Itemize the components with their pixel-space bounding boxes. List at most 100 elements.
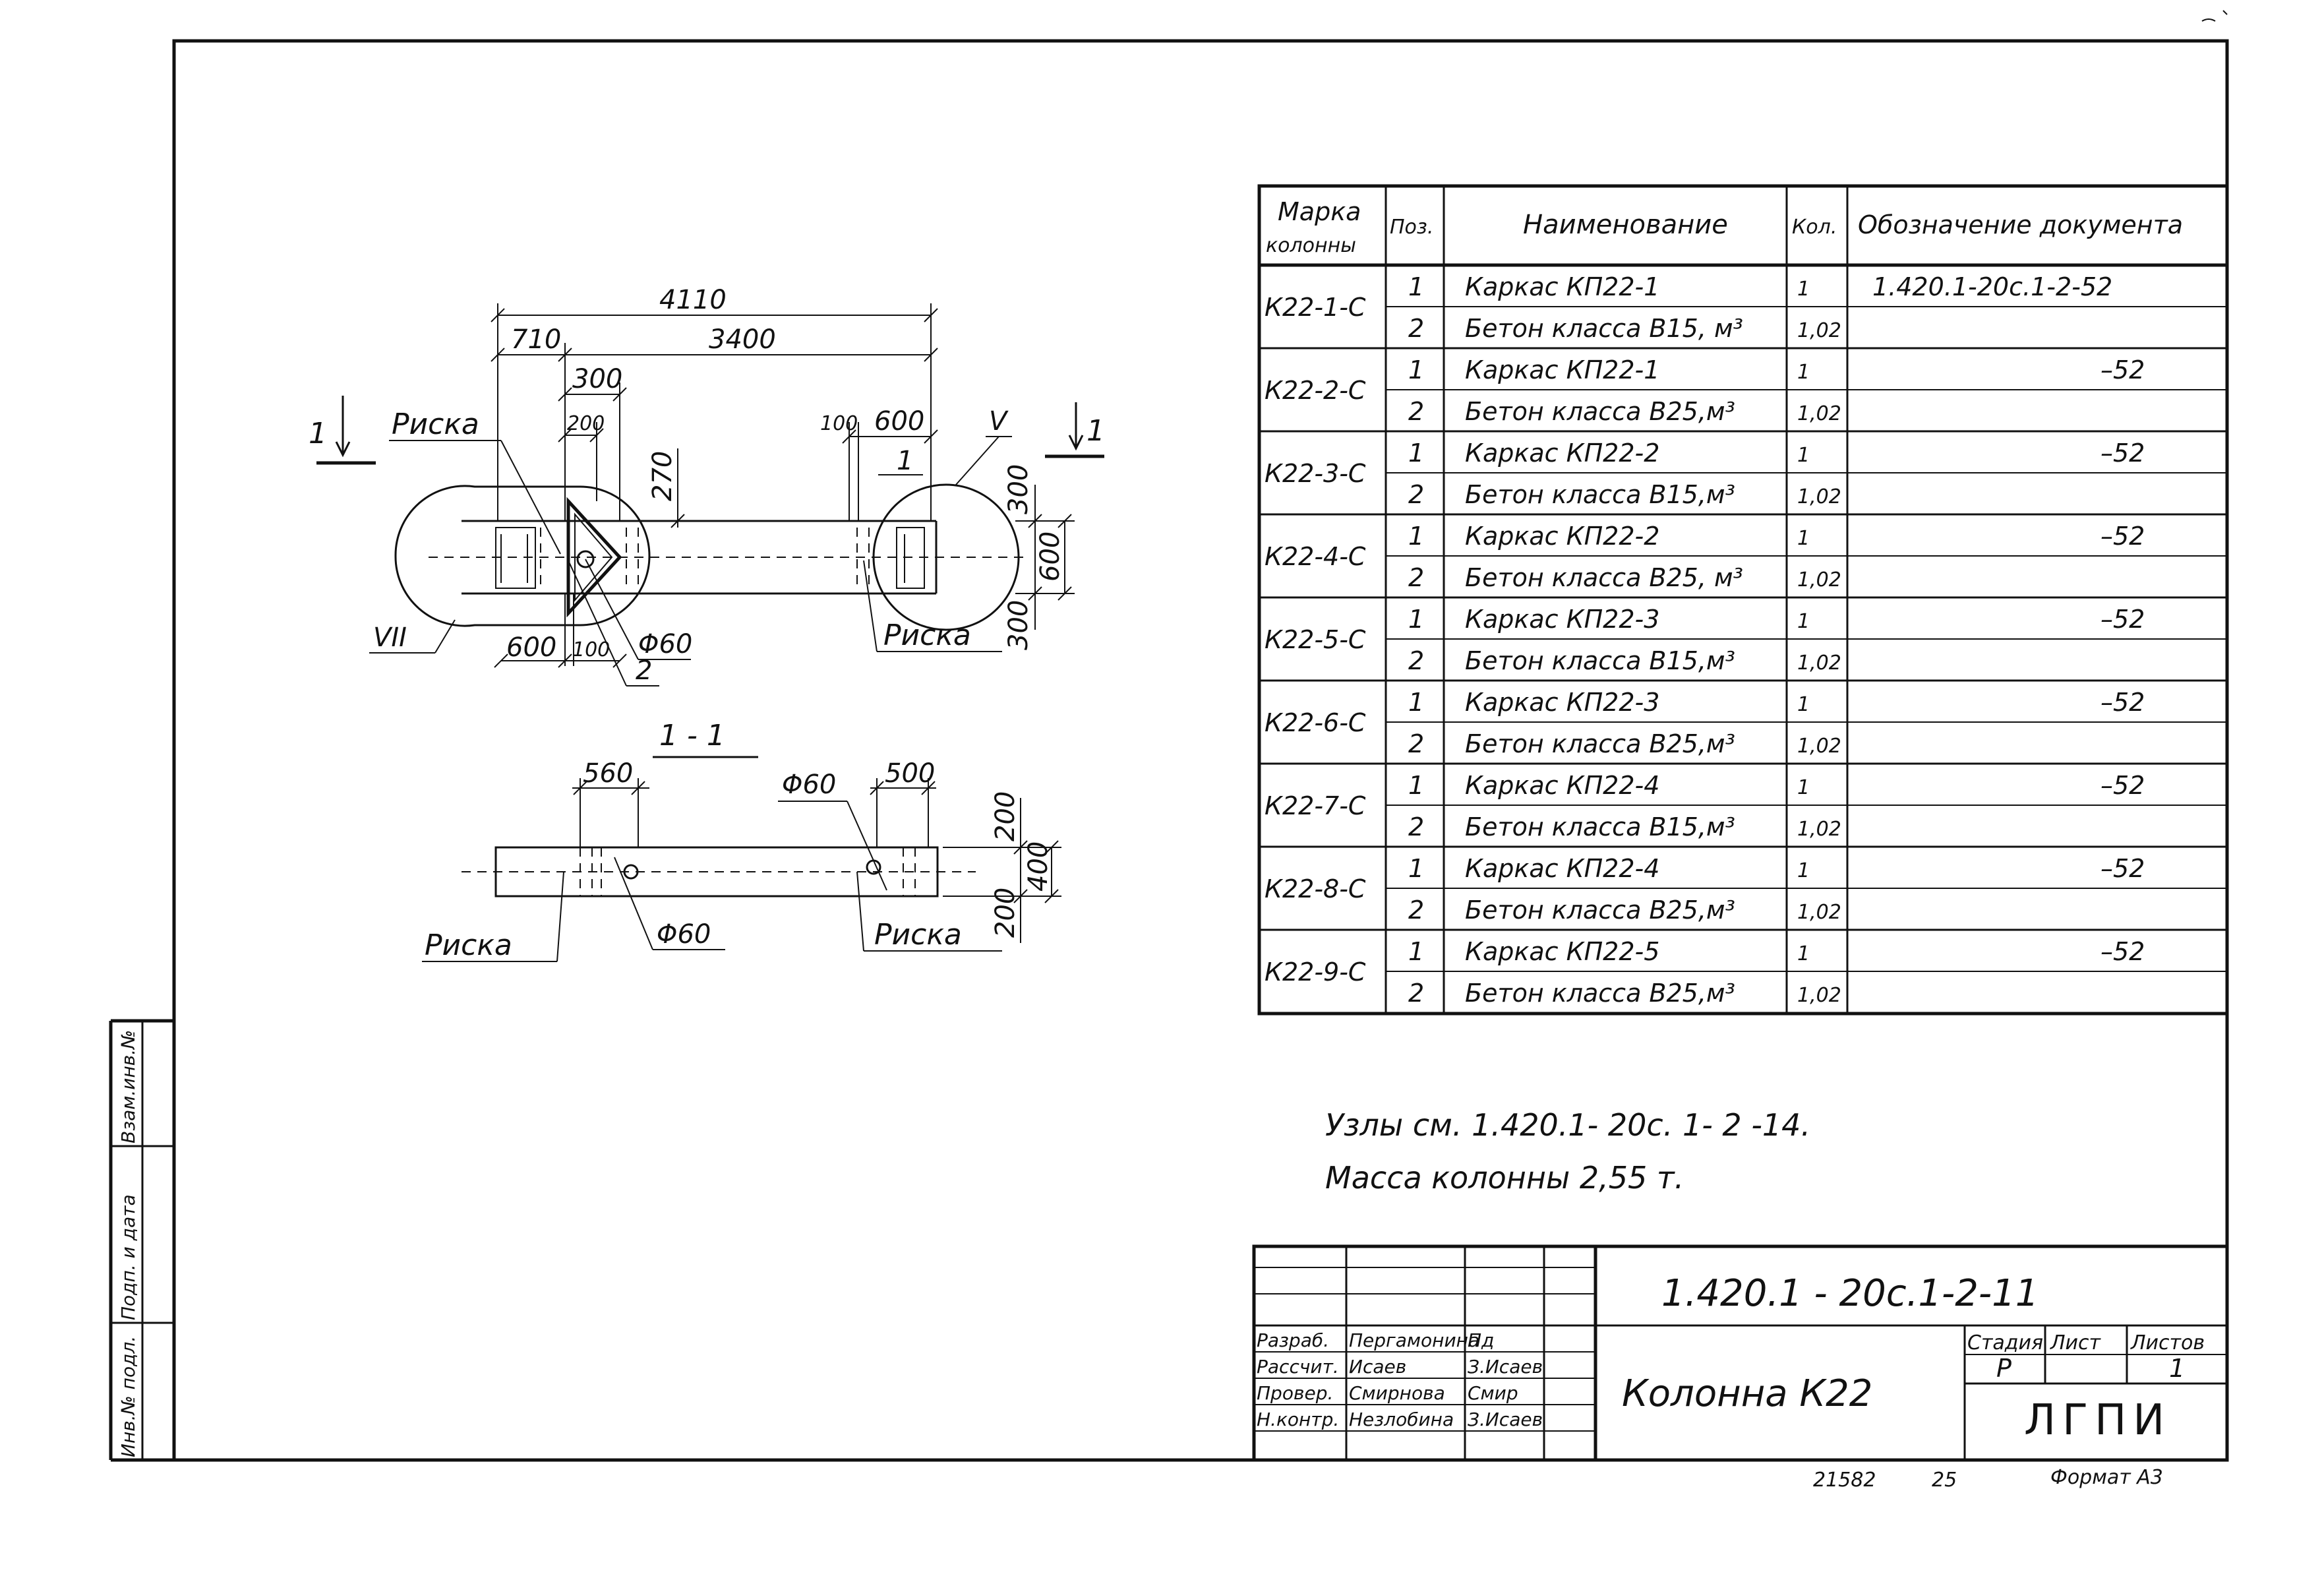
stamp-sign-date: Подп. и дата bbox=[117, 1194, 139, 1320]
cell-qty: 1 bbox=[1797, 610, 1810, 633]
cell-pos: 2 bbox=[1408, 729, 1424, 758]
dim-300: 300 bbox=[572, 364, 622, 394]
pos-2-callout: 2 bbox=[636, 655, 652, 686]
section-phi-top: Φ60 bbox=[782, 770, 836, 800]
dim-100a: 100 bbox=[820, 412, 858, 435]
cell-pos: 2 bbox=[1408, 979, 1424, 1008]
cell-qty: 1,02 bbox=[1797, 818, 1841, 841]
dim-100b: 100 bbox=[572, 638, 610, 661]
tb-sign: Пд bbox=[1468, 1329, 1494, 1351]
cell-qty: 1,02 bbox=[1797, 901, 1841, 924]
cell-mark: К22-5-С bbox=[1265, 625, 1366, 654]
cell-pos: 1 bbox=[1408, 355, 1424, 384]
hdr-mark-1: Марка bbox=[1278, 197, 1361, 226]
cell-pos: 2 bbox=[1408, 646, 1424, 675]
cell-doc: –52 bbox=[2101, 854, 2145, 883]
cell-name: Каркас КП22-1 bbox=[1465, 272, 1659, 301]
node-vii-outline bbox=[394, 485, 651, 627]
sheets-value: 1 bbox=[2169, 1354, 2185, 1383]
stamp-replace-inv: Взам.инв.№ bbox=[117, 1030, 139, 1143]
cell-qty: 1,02 bbox=[1797, 652, 1841, 675]
dim-200: 200 bbox=[567, 412, 605, 435]
cell-qty: 1 bbox=[1797, 444, 1810, 467]
dim-500: 500 bbox=[885, 758, 935, 789]
cell-pos: 1 bbox=[1408, 937, 1424, 966]
cell-qty: 1,02 bbox=[1797, 319, 1841, 342]
cell-name: Бетон класса В25,м³ bbox=[1465, 896, 1735, 925]
cell-mark: К22-9-С bbox=[1265, 958, 1366, 987]
cell-name: Бетон класса В25,м³ bbox=[1465, 979, 1735, 1008]
dim-600b: 600 bbox=[506, 632, 556, 663]
cell-doc: –52 bbox=[2101, 937, 2145, 966]
cell-name: Каркас КП22-3 bbox=[1465, 688, 1659, 717]
node-v-label: V bbox=[989, 406, 1009, 437]
dim-1: 1 bbox=[897, 446, 913, 476]
note-nodes: Узлы см. 1.420.1- 20с. 1- 2 -14. bbox=[1325, 1107, 1810, 1143]
cell-name: Бетон класса В15, м³ bbox=[1465, 314, 1743, 343]
sheet-format: Формат А3 bbox=[2050, 1466, 2163, 1489]
cell-name: Каркас КП22-2 bbox=[1465, 522, 1659, 551]
corner-mark bbox=[2201, 10, 2228, 22]
cell-name: Каркас КП22-4 bbox=[1465, 854, 1659, 883]
cell-qty: 1,02 bbox=[1797, 568, 1841, 592]
cell-name: Бетон класса В25,м³ bbox=[1465, 729, 1735, 758]
cell-qty: 1 bbox=[1797, 527, 1810, 550]
cell-doc: –52 bbox=[2101, 688, 2145, 717]
plan-view: 4110 710 3400 300 200 270 100 600 1 bbox=[309, 285, 1105, 686]
section-title: 1 - 1 bbox=[659, 719, 725, 752]
sheets-label: Листов bbox=[2130, 1331, 2205, 1354]
plan-riska-right: Риска bbox=[883, 619, 971, 652]
cell-pos: 2 bbox=[1408, 397, 1424, 426]
tb-role: Рассчит. bbox=[1257, 1356, 1339, 1378]
hdr-doc: Обозначение документа bbox=[1858, 210, 2183, 239]
cell-mark: К22-6-С bbox=[1265, 708, 1366, 737]
tb-role: Разраб. bbox=[1257, 1329, 1329, 1351]
section-hole-left bbox=[623, 864, 639, 880]
stamp-inv-orig: Инв.№ подл. bbox=[117, 1336, 139, 1457]
dim-270: 270 bbox=[647, 451, 678, 501]
cell-pos: 2 bbox=[1408, 812, 1424, 841]
cell-qty: 1 bbox=[1797, 361, 1810, 384]
cell-name: Каркас КП22-5 bbox=[1465, 937, 1659, 966]
node-vii-label: VII bbox=[373, 623, 407, 653]
cell-pos: 2 bbox=[1408, 896, 1424, 925]
cell-mark: К22-8-С bbox=[1265, 874, 1366, 903]
section-mark-left: 1 bbox=[309, 417, 327, 450]
cell-name: Каркас КП22-4 bbox=[1465, 771, 1659, 800]
cell-name: Бетон класса В15,м³ bbox=[1465, 812, 1735, 841]
tb-sign: З.Исаев bbox=[1468, 1356, 1543, 1378]
tb-role: Н.контр. bbox=[1257, 1409, 1339, 1430]
dim-560: 560 bbox=[583, 758, 633, 789]
dim-phi60: Φ60 bbox=[638, 629, 692, 659]
cell-name: Бетон класса В25, м³ bbox=[1465, 563, 1743, 592]
footer-number: 21582 bbox=[1813, 1469, 1876, 1492]
cell-doc: –52 bbox=[2101, 439, 2145, 468]
cell-pos: 1 bbox=[1408, 771, 1424, 800]
plan-riska-left: Риска bbox=[392, 408, 479, 441]
dim-200b: 200 bbox=[990, 888, 1021, 938]
cell-pos: 1 bbox=[1408, 854, 1424, 883]
cell-name: Каркас КП22-3 bbox=[1465, 605, 1659, 634]
dim-200a: 200 bbox=[990, 791, 1021, 841]
cell-qty: 1 bbox=[1797, 278, 1810, 301]
doc-title: Колонна К22 bbox=[1622, 1372, 1872, 1415]
cell-pos: 2 bbox=[1408, 480, 1424, 509]
cell-doc: –52 bbox=[2101, 771, 2145, 800]
tb-name: Смирнова bbox=[1349, 1382, 1445, 1404]
section-phi-bottom: Φ60 bbox=[657, 919, 711, 950]
cell-name: Бетон класса В15,м³ bbox=[1465, 480, 1735, 509]
stage-value: Р bbox=[1996, 1354, 2011, 1383]
cell-qty: 1 bbox=[1797, 942, 1810, 965]
cell-pos: 1 bbox=[1408, 605, 1424, 634]
footer-25: 25 bbox=[1932, 1469, 1957, 1492]
cell-mark: К22-1-С bbox=[1265, 293, 1366, 322]
cell-pos: 1 bbox=[1408, 522, 1424, 551]
dim-600a: 600 bbox=[874, 406, 924, 437]
tb-role: Провер. bbox=[1257, 1382, 1333, 1404]
spec-table: Марка колонны Поз. Наименование Кол. Обо… bbox=[1257, 184, 2229, 1016]
side-stamp: Взам.инв.№ Подп. и дата Инв.№ подл. bbox=[109, 1019, 174, 1462]
cell-pos: 2 bbox=[1408, 314, 1424, 343]
hdr-name: Наименование bbox=[1523, 210, 1728, 240]
cell-qty: 1,02 bbox=[1797, 402, 1841, 425]
